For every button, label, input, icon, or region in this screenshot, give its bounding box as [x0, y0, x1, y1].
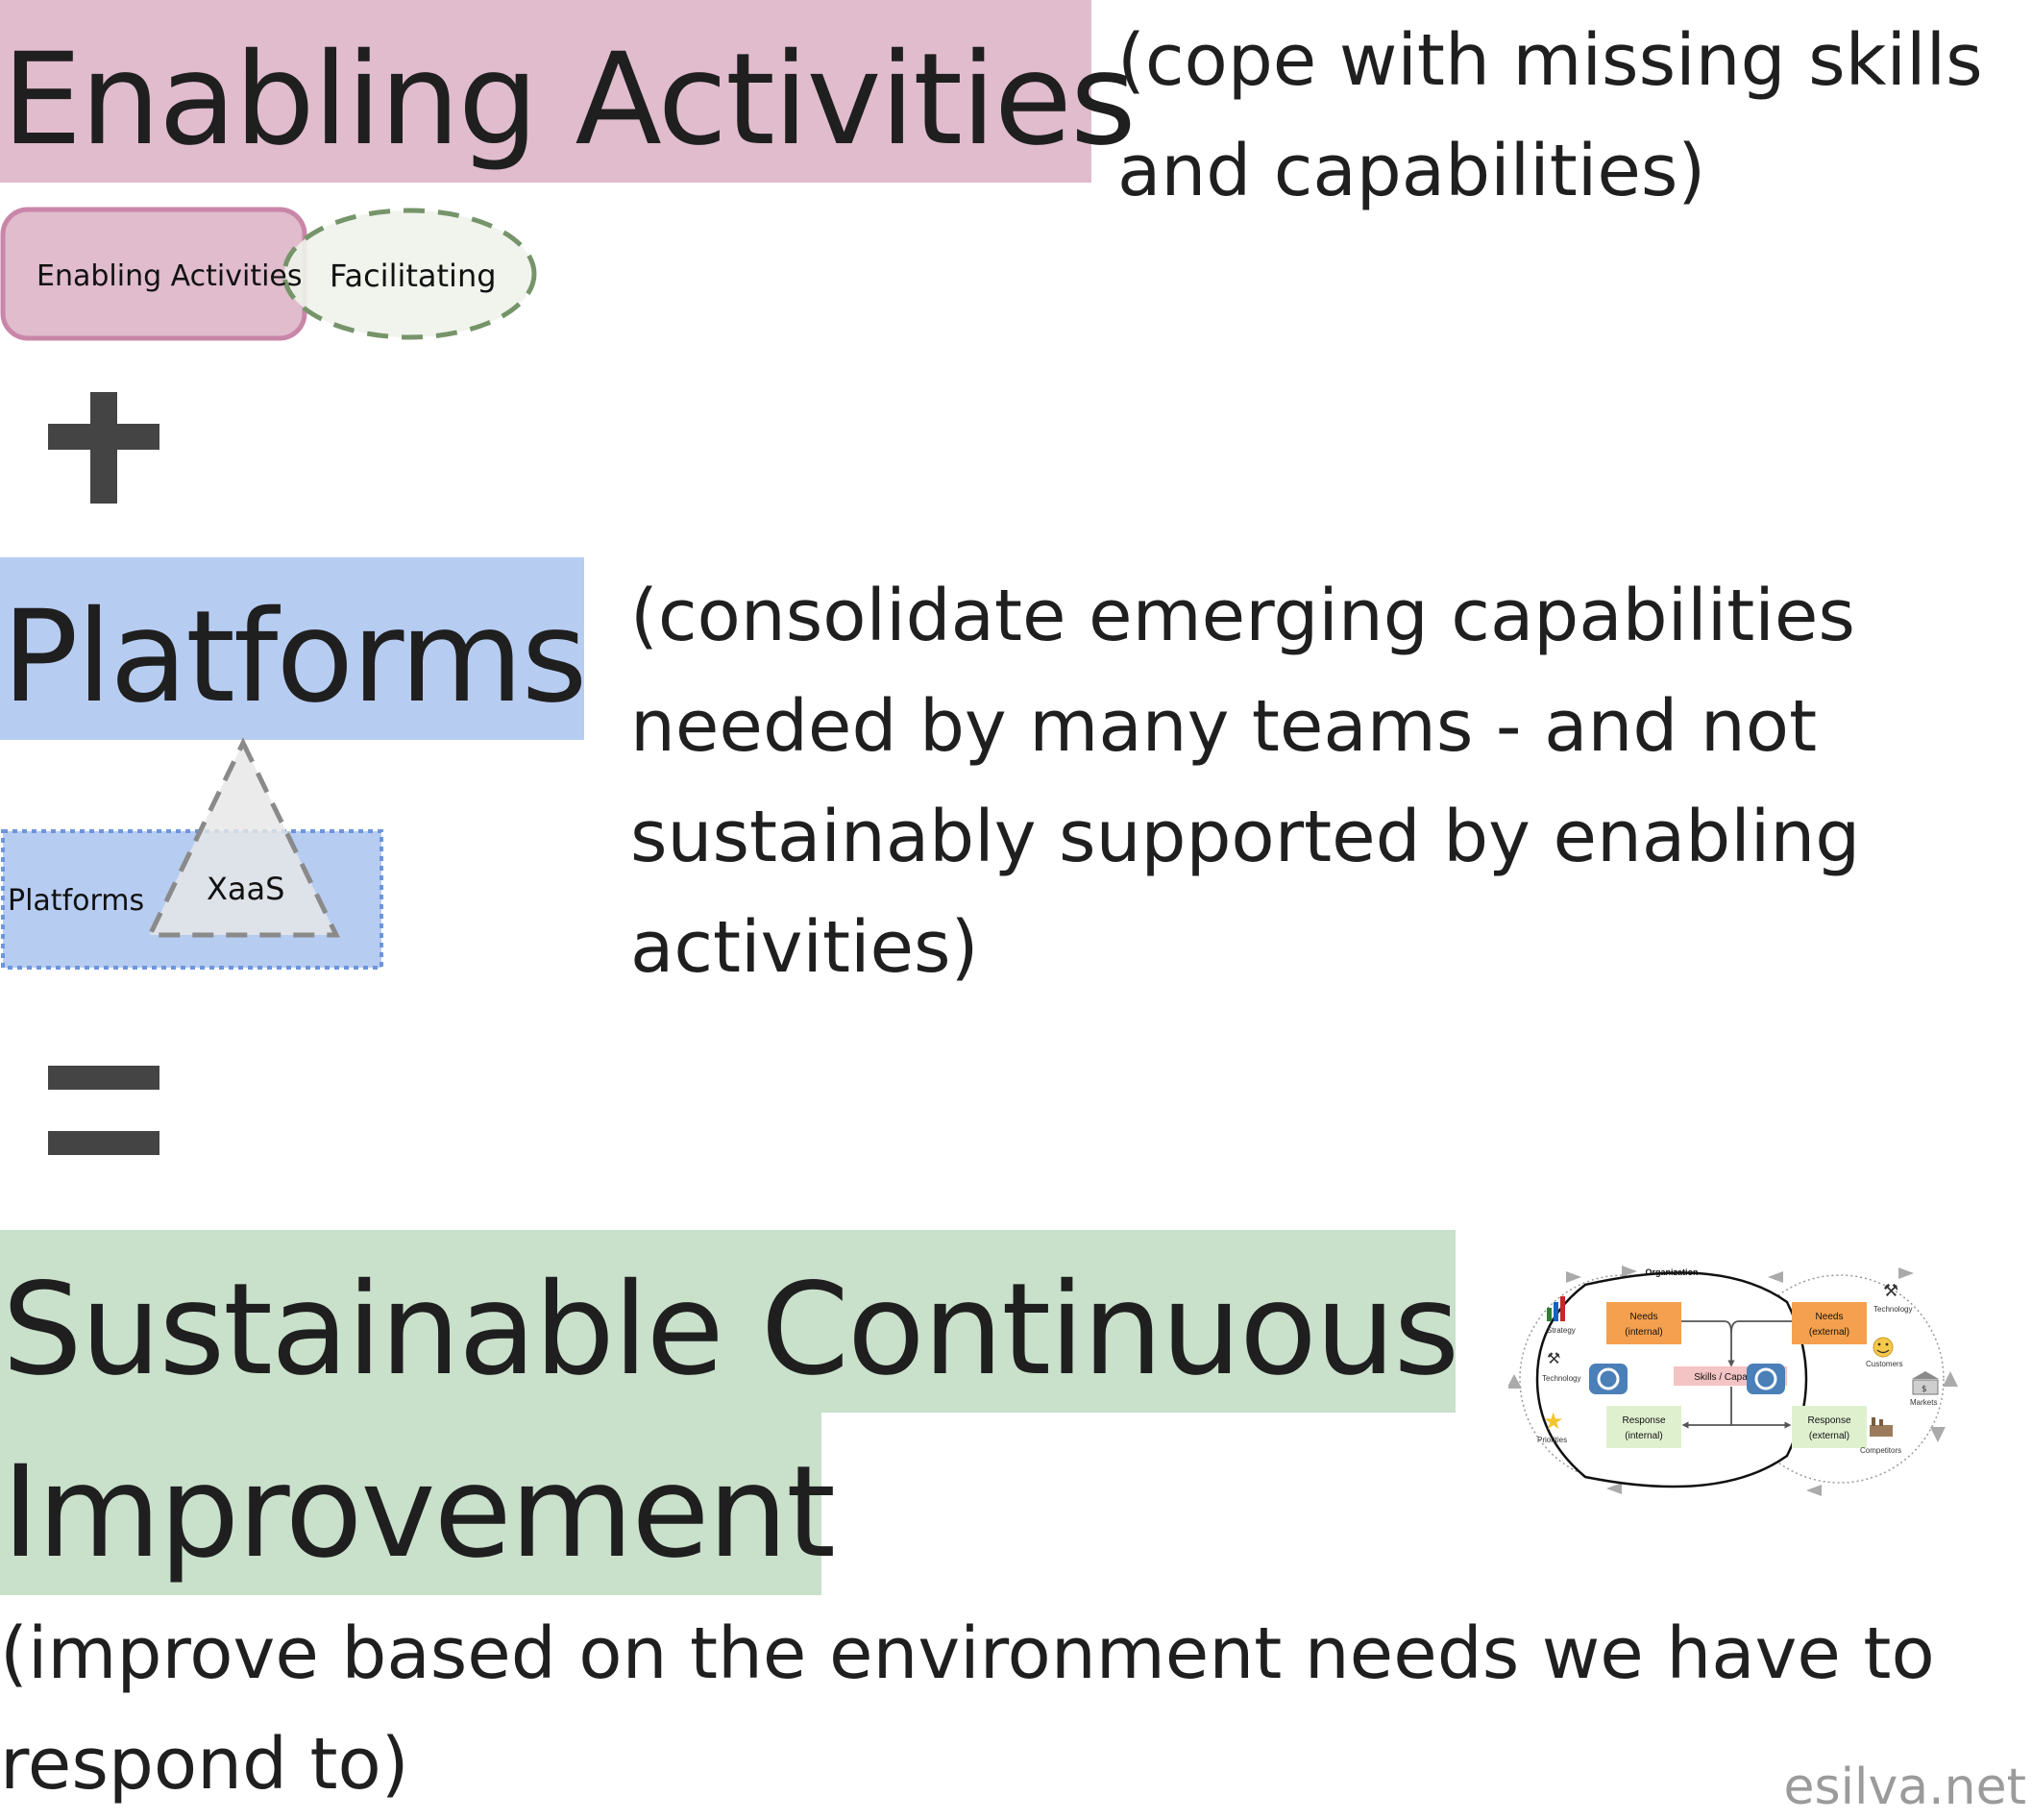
svg-text:Priorities: Priorities [1537, 1436, 1567, 1444]
xaas-triangle [146, 737, 340, 938]
enabling-box-label: Enabling Activities [37, 259, 303, 293]
improvement-title-line1: Sustainable Continuous [2, 1256, 1459, 1404]
platforms-xaas-shape [1, 737, 383, 970]
improvement-highlight-line1 [0, 1230, 1456, 1413]
feedback-loop-diagram: Organization Needs (internal) Needs (ext… [1508, 1266, 1958, 1496]
loop-arrow [1566, 1271, 1581, 1283]
svg-text:Response: Response [1807, 1415, 1850, 1426]
strategy-icon [1547, 1296, 1565, 1321]
platforms-note-line1: (consolidate emerging capabilities [630, 575, 1855, 657]
needs-internal-box [1606, 1302, 1681, 1344]
loop-arrow [1930, 1427, 1946, 1442]
loop-arrow [1806, 1485, 1822, 1496]
platforms-note-line3: sustainably supported by enabling [630, 796, 1861, 878]
platforms-note-line4: activities) [630, 906, 979, 989]
external-loop-dotted [1735, 1274, 1945, 1484]
svg-text:Technology: Technology [1873, 1305, 1912, 1314]
improvement-title-line2: Improvement [2, 1439, 836, 1586]
facilitating-ellipse [282, 208, 537, 340]
enabling-note-line2: and capabilities) [1117, 130, 1706, 212]
loop-arrow [1898, 1267, 1914, 1279]
svg-text:Technology: Technology [1542, 1374, 1580, 1383]
response-internal-box [1606, 1406, 1681, 1448]
facilitating-label: Facilitating [330, 258, 497, 294]
plus-operator-vertical [90, 392, 117, 504]
svg-text:Response: Response [1622, 1415, 1665, 1426]
svg-text:Competitors: Competitors [1860, 1446, 1901, 1455]
improvement-note-line2: respond to) [0, 1723, 409, 1806]
svg-text:Markets: Markets [1910, 1398, 1937, 1407]
svg-text:Customers: Customers [1866, 1360, 1903, 1368]
platforms-box-label: Platforms [8, 884, 145, 918]
loop-arrow [1622, 1266, 1637, 1277]
bank-icon: $ [1912, 1371, 1939, 1395]
enabling-note-line1: (cope with missing skills [1117, 19, 1983, 102]
refresh-icon [1589, 1364, 1628, 1394]
organization-label: Organization [1645, 1267, 1698, 1277]
smiley-icon [1873, 1337, 1894, 1358]
xaas-label: XaaS [207, 871, 285, 907]
external-needs-arrow [1730, 1320, 1792, 1334]
svg-text:$: $ [1922, 1385, 1927, 1394]
loop-arrow [1943, 1371, 1958, 1387]
platforms-title: Platforms [2, 583, 587, 731]
organization-boundary [1535, 1271, 1808, 1488]
svg-text:Skills / Capability: Skills / Capability [1694, 1372, 1767, 1383]
svg-text:(external): (external) [1809, 1431, 1849, 1441]
tools-icon-right: ⚒ [1883, 1281, 1898, 1301]
response-external-box [1792, 1406, 1867, 1448]
platforms-note-line2: needed by many teams - and not [630, 685, 1818, 768]
needs-external-box [1792, 1302, 1867, 1344]
star-icon: ★ [1543, 1408, 1564, 1435]
svg-text:(external): (external) [1809, 1327, 1849, 1338]
improvement-highlight-line2 [0, 1413, 821, 1595]
watermark: esilva.net [1783, 1759, 2026, 1816]
refresh-icon [1747, 1364, 1785, 1394]
equals-operator-bottom [48, 1131, 159, 1155]
svg-text:Needs: Needs [1816, 1312, 1844, 1322]
factory-icon [1870, 1417, 1893, 1437]
enabling-activities-highlight [0, 0, 1091, 183]
tools-icon: ⚒ [1547, 1349, 1560, 1367]
enabling-facilitating-shape [0, 207, 537, 341]
equals-operator-top [48, 1066, 159, 1090]
loop-arrow [1768, 1271, 1783, 1283]
improvement-note-line1: (improve based on the environment needs … [0, 1612, 1935, 1695]
enabling-activities-title: Enabling Activities [2, 26, 1137, 174]
loop-arrow [1508, 1374, 1522, 1389]
svg-text:Strategy: Strategy [1547, 1326, 1576, 1335]
loop-arrow [1606, 1483, 1622, 1494]
platforms-highlight [0, 557, 584, 740]
svg-text:(internal): (internal) [1625, 1431, 1662, 1441]
svg-text:(internal): (internal) [1625, 1327, 1662, 1338]
svg-text:Needs: Needs [1630, 1312, 1658, 1322]
